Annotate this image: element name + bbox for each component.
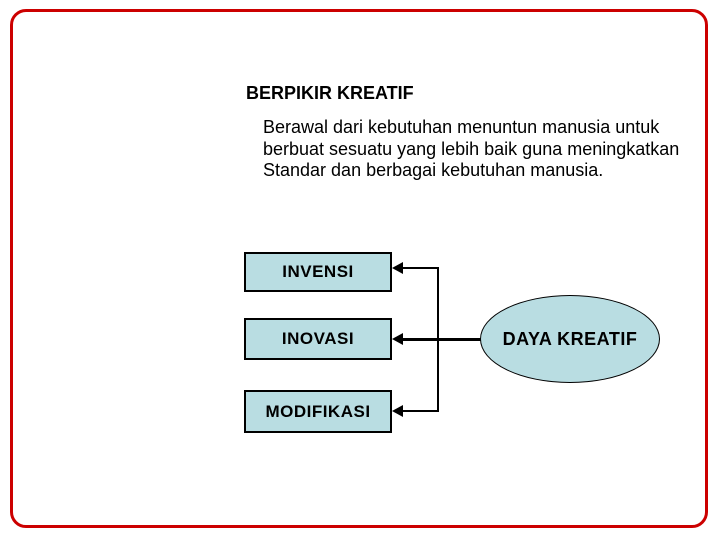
box-modifikasi-label: MODIFIKASI	[265, 401, 371, 421]
arrowhead-inovasi-icon	[392, 333, 403, 345]
body-paragraph: Berawal dari kebutuhan menuntun manusia …	[263, 117, 679, 182]
box-invensi-label: INVENSI	[282, 262, 354, 281]
paragraph-line: Berawal dari kebutuhan menuntun manusia …	[263, 117, 660, 137]
arrowhead-modifikasi-icon	[392, 405, 403, 417]
box-inovasi: INOVASI	[244, 318, 392, 360]
connector-line-vertical	[437, 268, 439, 412]
paragraph-line: Standar dan berbagai kebutuhan manusia.	[263, 160, 604, 180]
ellipse-daya-kreatif-label: DAYA KREATIF	[502, 328, 638, 349]
connector-line-invensi	[402, 267, 439, 269]
connector-line-ellipse-inovasi	[402, 338, 481, 341]
arrowhead-invensi-icon	[392, 262, 403, 274]
box-inovasi-label: INOVASI	[281, 329, 355, 348]
box-invensi: INVENSI	[244, 252, 392, 292]
ellipse-daya-kreatif: DAYA KREATIF	[480, 295, 660, 383]
paragraph-line: berbuat sesuatu yang lebih baik guna men…	[263, 138, 680, 159]
box-modifikasi: MODIFIKASI	[244, 390, 392, 433]
slide-title: BERPIKIR KREATIF	[246, 83, 414, 103]
connector-line-modifikasi	[402, 410, 439, 412]
